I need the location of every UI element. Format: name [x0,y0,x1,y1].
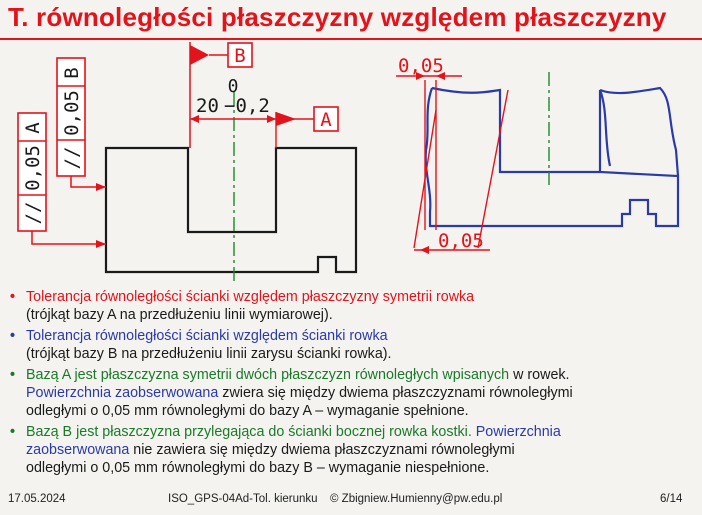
fcf-b-frame [56,57,86,177]
bullet-item: • Tolerancja równoległości ścianki wzglę… [10,289,475,323]
dim-arrow-left [190,115,199,123]
footer-page: 6/14 [660,493,683,505]
fcf-a-value: 0,05 [22,145,44,191]
right-drawing: 0,05 0,05 [396,55,680,254]
fcf-b-leader [70,176,106,188]
datum-b-triangle [190,45,209,65]
bullet-item: • Tolerancja równoległości ścianki wzglę… [10,328,392,362]
observed-profile [424,87,680,228]
footer-course: ISO_GPS-04Ad-Tol. kierunku [168,493,318,505]
zone-bottom-line-2 [477,89,509,249]
datum-a-box [313,106,339,132]
fcf-b-datum: B [61,67,83,78]
dim-nominal: 20 [196,95,219,117]
datum-a-letter: A [320,109,332,131]
zone-top-value: 0,05 [398,55,444,77]
fcf-a-symbol: // [22,202,44,225]
footer-date: 17.05.2024 [8,493,66,505]
dim-upper-deviation: 0 [228,76,239,97]
fcf-a-leader [31,231,106,245]
datum-b-letter: B [234,45,245,67]
zone-bottom-value: 0,05 [438,230,484,252]
fcf-a-datum: A [22,122,44,134]
zone-bottom-line-1 [413,109,437,249]
title-underline [0,38,702,40]
dim-lower-deviation: −0,2 [224,95,270,117]
slide-title: T. równoległości płaszczyzny względem pł… [8,2,667,32]
datum-a-triangle [276,112,296,126]
bullet-list: • Tolerancja równoległości ścianki wzglę… [8,288,698,477]
bullet-item: • Bazą B jest płaszczyzna przylegająca d… [10,424,561,476]
left-drawing: B 0 20 −0,2 A // 0,05 B // 0,05 A [17,42,358,284]
dim-arrow-right [267,115,276,123]
fcf-b-value: 0,05 [61,90,83,136]
datum-b-box [227,42,253,68]
footer-author: © Zbigniew.Humienny@pw.edu.pl [330,493,503,505]
bullet-item: • Bazą A jest płaszczyzna symetrii dwóch… [10,367,573,419]
part-outline [104,146,358,274]
fcf-b-symbol: // [61,147,83,170]
